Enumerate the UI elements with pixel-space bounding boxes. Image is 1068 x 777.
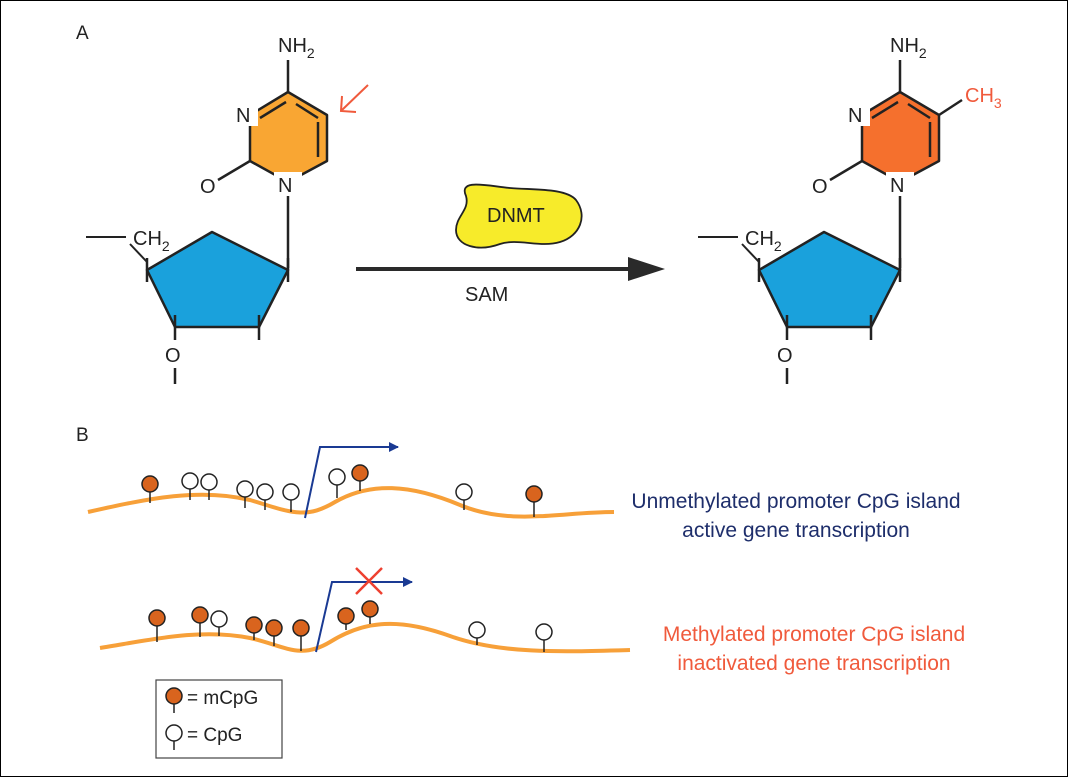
- mcpg-pin: [351, 464, 369, 491]
- blocked-transcription-arrow-icon: [315, 577, 413, 653]
- unmethylated-caption-line1: Unmethylated promoter CpG island: [631, 490, 960, 513]
- methylcytosine-n1-label: N: [848, 105, 862, 127]
- deoxyribose-sugar-right: [757, 230, 902, 329]
- cpg-pin: [200, 473, 218, 500]
- methylcytosine-ring: [860, 90, 941, 184]
- cpg-pin: [328, 468, 346, 498]
- cytosine-ch2-label: CH2: [133, 228, 170, 254]
- reaction: DNMT SAM: [356, 183, 665, 306]
- mcpg-pin: [292, 619, 310, 651]
- cpg-pin: [256, 483, 274, 510]
- cpg-pin: [455, 483, 473, 510]
- methylcytosine-n3-label: N: [890, 175, 904, 197]
- methylcytosine-sugar-o-label: O: [777, 345, 793, 367]
- mcpg-pin: [265, 619, 283, 646]
- cpg-pin: [468, 621, 486, 645]
- mcpg-pin: [337, 607, 355, 630]
- dnmt-enzyme-blob: [455, 183, 583, 249]
- cytosine-molecule: NH2 N N O CH2 O: [86, 35, 369, 384]
- methylated-caption-line1: Methylated promoter CpG island: [663, 623, 965, 646]
- methylcytosine-nh2-label: NH2: [890, 35, 927, 61]
- legend: = mCpG = CpG: [155, 679, 283, 759]
- cpg-pin: [181, 472, 199, 500]
- mcpg-pin: [148, 609, 166, 642]
- mcpg-pin: [191, 606, 209, 637]
- cytosine-nh2-label: NH2: [278, 35, 315, 61]
- methylcytosine-ch2-label: CH2: [745, 228, 782, 254]
- dna-strand-bottom: [99, 621, 631, 654]
- panel-b-label: B: [76, 425, 89, 446]
- dna-strand-top: [87, 486, 615, 519]
- methylation-site-arrow-icon: [339, 84, 369, 113]
- legend-mcpg-swatch: [165, 687, 183, 713]
- methyl-ch3-label: CH3: [965, 85, 1002, 111]
- reaction-arrow-icon: [628, 257, 665, 281]
- unmethylated-dna-strand: [87, 442, 615, 519]
- mcpg-pin: [141, 475, 159, 503]
- mcpg-pin: [525, 485, 543, 517]
- cpg-pin: [282, 483, 300, 512]
- mcpg-pin: [245, 616, 263, 640]
- mcpg-pin: [361, 600, 379, 624]
- legend-mcpg-label: = mCpG: [187, 688, 258, 709]
- panel-a-label: A: [76, 23, 89, 44]
- deoxyribose-sugar: [145, 230, 290, 329]
- methylcytosine-o-label: O: [812, 176, 828, 198]
- cytosine-sugar-o-label: O: [165, 345, 181, 367]
- cpg-pin: [236, 480, 254, 508]
- methylated-dna-strand: [99, 567, 631, 654]
- cpg-pin: [535, 623, 553, 652]
- transcription-start-arrow-icon: [304, 442, 399, 519]
- legend-cpg-label: = CpG: [187, 725, 242, 746]
- block-x-icon: [355, 567, 383, 595]
- sam-label: SAM: [465, 284, 508, 306]
- unmethylated-caption-line2: active gene transcription: [682, 519, 910, 542]
- cytosine-o-label: O: [200, 176, 216, 198]
- cytosine-ring: [248, 90, 329, 184]
- cytosine-n3-label: N: [278, 175, 292, 197]
- legend-cpg-swatch: [165, 724, 183, 750]
- methylated-caption-line2: inactivated gene transcription: [677, 652, 950, 675]
- methylcytosine-molecule: NH2 CH3 N N O CH2 O: [698, 35, 1002, 384]
- cytosine-n1-label: N: [236, 105, 250, 127]
- dnmt-label: DNMT: [487, 205, 545, 227]
- cpg-pin: [210, 610, 228, 636]
